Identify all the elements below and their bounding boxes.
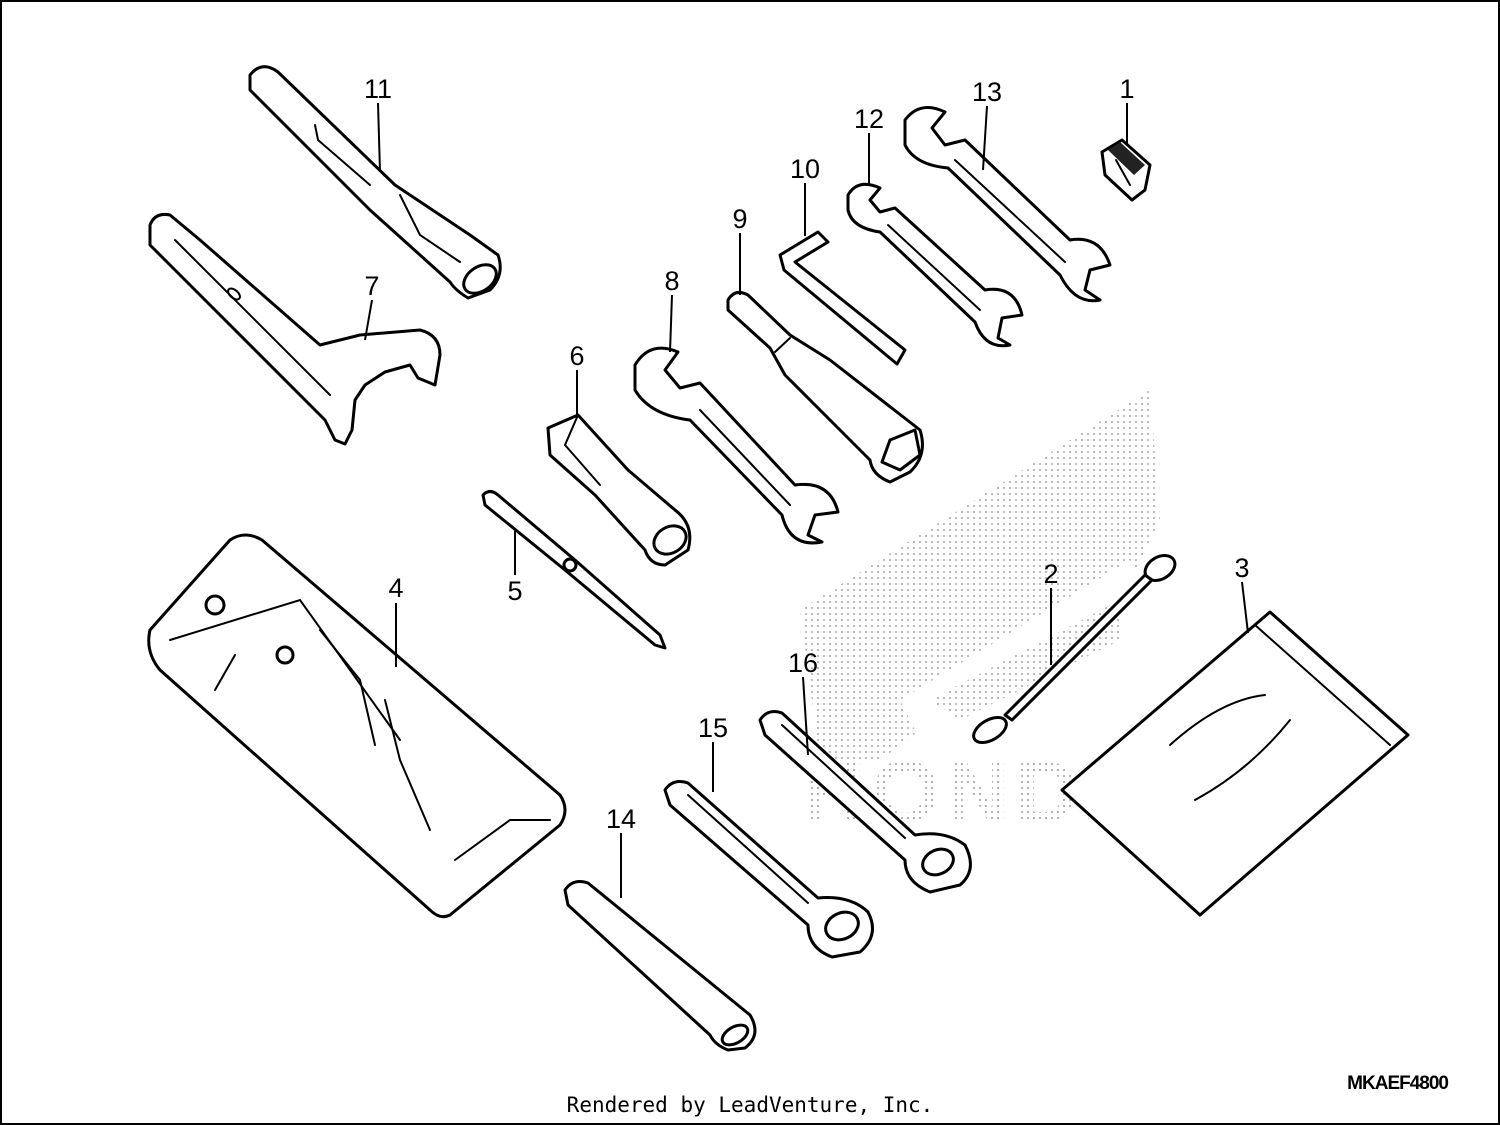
callout-8[interactable]: 8 <box>664 266 679 296</box>
leader-line-13 <box>982 105 988 171</box>
leader-line-8 <box>669 294 673 353</box>
socket-icon[interactable] <box>546 413 692 567</box>
box-wrench-16-icon[interactable] <box>758 710 972 894</box>
leader-line-7 <box>364 299 373 341</box>
callout-15[interactable]: 15 <box>698 713 728 743</box>
callout-9[interactable]: 9 <box>732 204 747 234</box>
callout-5[interactable]: 5 <box>507 576 522 606</box>
fuse-clip-icon[interactable] <box>1100 138 1152 202</box>
leader-lines <box>364 102 1249 898</box>
credit-text: Rendered by LeadVenture, Inc. <box>566 1093 934 1117</box>
callout-12[interactable]: 12 <box>854 104 884 134</box>
hex-key-icon[interactable] <box>778 230 907 366</box>
drawing-code: MKAEF4800 <box>1347 1073 1449 1094</box>
open-end-wrench-8-icon[interactable] <box>633 346 840 545</box>
callout-4[interactable]: 4 <box>388 573 403 603</box>
callout-7[interactable]: 7 <box>364 271 379 301</box>
watermark-wing-icon <box>800 390 1160 760</box>
pin-spanner-icon[interactable] <box>148 213 442 446</box>
callout-2[interactable]: 2 <box>1043 559 1058 589</box>
screwdriver-icon[interactable] <box>481 490 667 650</box>
callout-6[interactable]: 6 <box>569 341 584 371</box>
callout-1[interactable]: 1 <box>1119 74 1134 104</box>
open-end-wrench-13-icon[interactable] <box>903 106 1112 303</box>
callout-16[interactable]: 16 <box>788 648 818 678</box>
callout-labels: 1 2 3 4 5 6 7 8 9 10 11 12 13 14 15 16 <box>364 74 1250 834</box>
box-wrench-15-icon[interactable] <box>663 780 874 959</box>
callout-13[interactable]: 13 <box>972 77 1002 107</box>
callout-3[interactable]: 3 <box>1234 553 1249 583</box>
callout-14[interactable]: 14 <box>606 804 636 834</box>
leader-line-3 <box>1241 581 1249 634</box>
pipe-handle-icon[interactable] <box>563 880 757 1052</box>
manual-bag-icon[interactable] <box>1060 610 1410 917</box>
open-end-wrench-12-icon[interactable] <box>846 182 1024 348</box>
tool-bag-icon[interactable] <box>147 533 567 919</box>
leader-line-16 <box>802 676 809 756</box>
strap-icon[interactable] <box>969 550 1179 747</box>
leader-line-11 <box>377 102 381 173</box>
callout-11[interactable]: 11 <box>364 74 392 104</box>
callout-10[interactable]: 10 <box>790 154 820 184</box>
extension-bar-icon[interactable] <box>248 65 502 300</box>
